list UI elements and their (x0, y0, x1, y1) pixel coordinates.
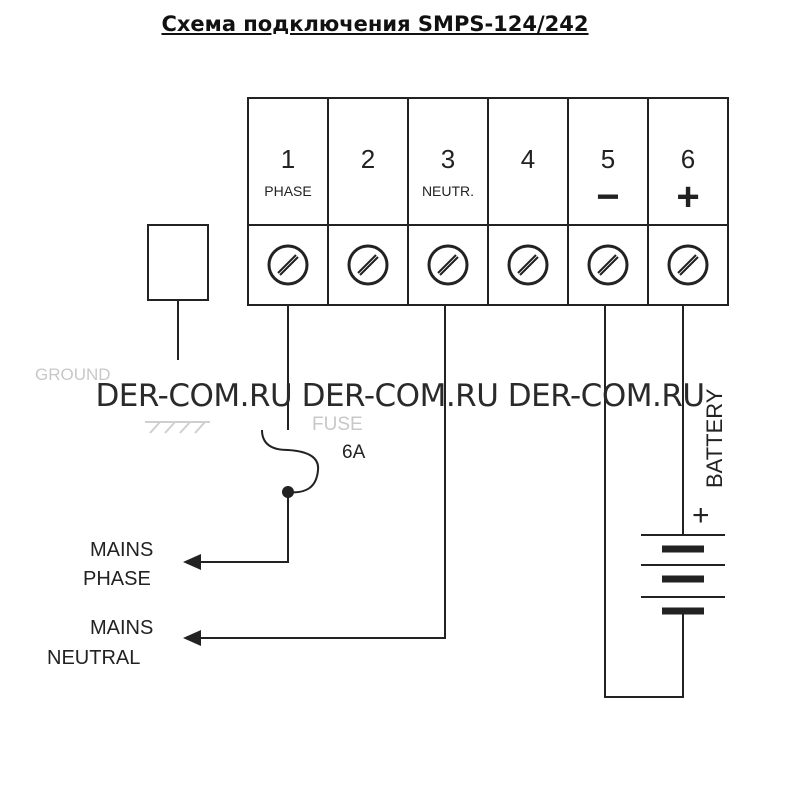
terminal-screw-icon (267, 244, 309, 286)
terminal-number-5: 5 (601, 144, 615, 174)
battery-negative-wire (604, 305, 684, 698)
terminal-label-1: PHASE (264, 183, 311, 199)
fuse-junction-dot (282, 486, 294, 498)
ground-hatch-icon (145, 421, 210, 434)
mains-phase-line1: MAINS (90, 539, 153, 561)
watermark: DER-COM.RU DER-COM.RU DER-COM.RU (95, 378, 705, 414)
mains-neutral-line2: NEUTRAL (47, 647, 140, 669)
terminal-number-4: 4 (521, 144, 535, 174)
terminal-label-6: + (676, 175, 699, 219)
terminal-number-6: 6 (681, 144, 695, 174)
battery-label: BATTERY (702, 388, 727, 488)
terminal-number-3: 3 (441, 144, 455, 174)
terminal-label-5: − (596, 175, 619, 219)
mains-phase-line2: PHASE (83, 568, 151, 590)
ground-box (147, 224, 209, 301)
fuse-rating: 6A (342, 442, 366, 463)
terminal-screw-icon (427, 244, 469, 286)
battery-symbol-icon (641, 534, 725, 615)
terminal-label-3: NEUTR. (422, 183, 474, 199)
terminal-number-1: 1 (281, 144, 295, 174)
mains-neutral-line1: MAINS (90, 617, 153, 639)
terminal-screw-icon (347, 244, 389, 286)
terminal-screw-icon (507, 244, 549, 286)
battery-plus-sign: + (692, 499, 710, 532)
ground-label: GROUND (35, 365, 111, 384)
diagram-title: Схема подключения SMPS-124/242 (161, 12, 589, 36)
phase-wire (195, 305, 320, 563)
neutral-wire (195, 305, 446, 639)
mains-phase-arrow-icon (183, 554, 201, 570)
mains-neutral-arrow-icon (183, 630, 201, 646)
terminal-number-2: 2 (361, 144, 375, 174)
terminal-screw-icon (667, 244, 709, 286)
fuse-label: FUSE (312, 414, 363, 435)
terminal-screw-icon (587, 244, 629, 286)
